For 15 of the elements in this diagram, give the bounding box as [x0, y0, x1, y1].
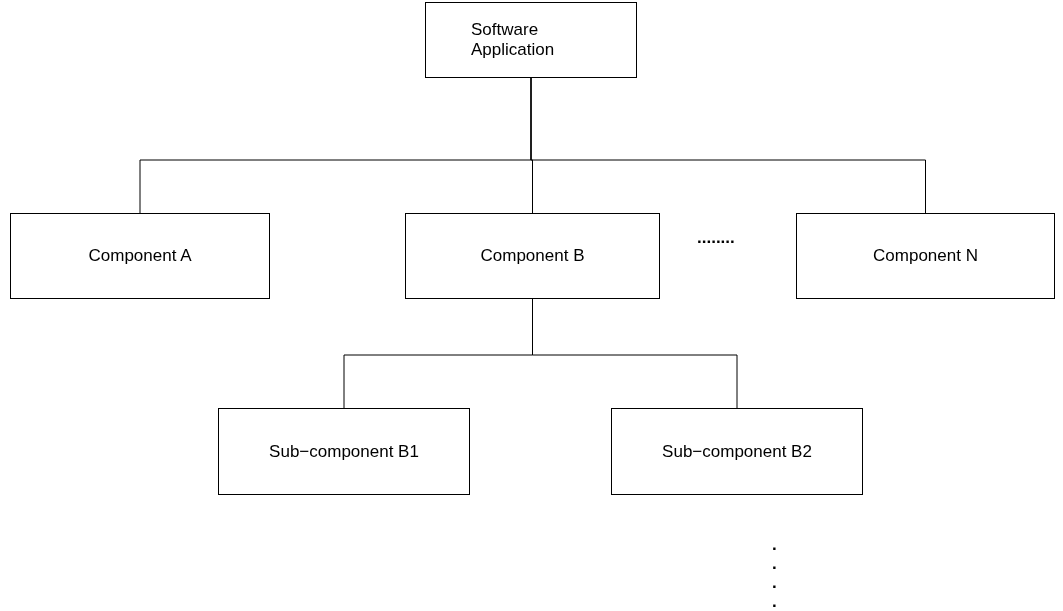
component-box — [10, 213, 270, 299]
ellipsis-dots: .... — [772, 535, 778, 611]
node-label: Software Application — [471, 20, 556, 60]
node-label: Component B — [480, 246, 585, 266]
node-label: Sub−component B1 — [269, 441, 419, 462]
component-box — [611, 408, 863, 495]
component-box — [796, 213, 1055, 299]
node-label: Component A — [88, 246, 192, 266]
component-box — [425, 2, 637, 78]
connector-line — [530, 77, 926, 214]
component-box — [405, 213, 660, 299]
node-label: Sub−component B2 — [662, 441, 812, 462]
component-box — [218, 408, 470, 495]
ellipsis-dots: ........ — [697, 228, 735, 248]
node-label: Component N — [873, 246, 978, 266]
